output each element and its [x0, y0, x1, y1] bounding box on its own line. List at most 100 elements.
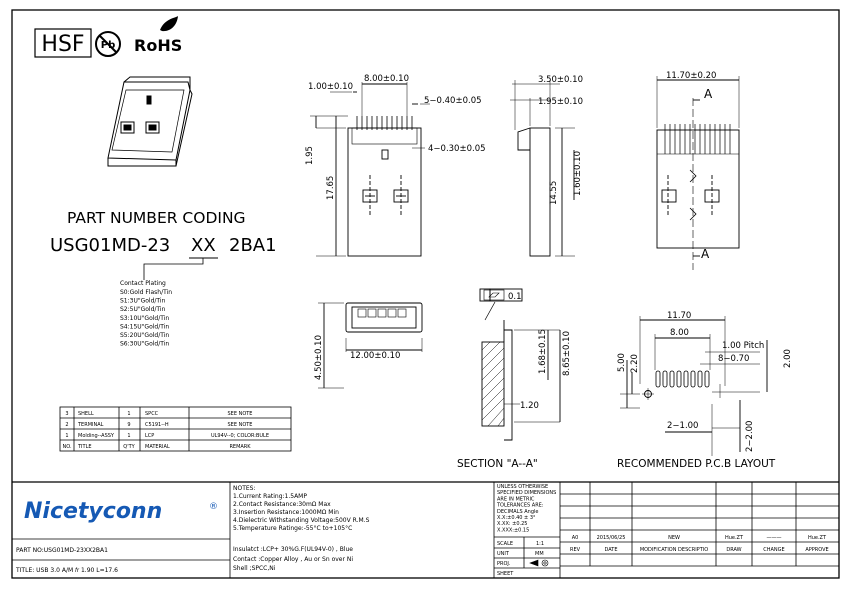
bom-cell: 1 — [127, 433, 130, 439]
revision-cell: Hue.ZT — [808, 535, 827, 541]
plating-title: Contact Plating — [120, 280, 166, 287]
contact-note: Contact :Copper Alloy , Au or Sn over Ni — [233, 556, 353, 563]
svg-text:11.70: 11.70 — [667, 311, 691, 321]
part-variable: XX — [191, 235, 216, 256]
revision-cell: NEW — [668, 535, 680, 541]
tolerance-line: X.X:±0.40 ± 3° — [497, 515, 536, 521]
insulator-note: Insulatct :LCP+ 30%G.F(UL94V-0) , Blue — [233, 546, 353, 553]
svg-text:12.00±0.10: 12.00±0.10 — [350, 351, 400, 361]
plating-option: S1:3U"Gold/Tin — [120, 298, 166, 305]
hsf-mark: HSF — [41, 32, 84, 57]
revision-header: MODIFICATION DESCRIPTIO — [640, 547, 708, 553]
tolerance-line: X.XX: ±0.25 — [497, 521, 527, 527]
notes-title: NOTES: — [233, 485, 256, 492]
tolerance-line: DECIMALS Angle — [497, 509, 539, 515]
title-block: Nicetyconn ® NOTES: 1.Current Rating:1.5… — [15, 484, 829, 577]
pb-free-icon — [95, 31, 121, 57]
plating-option: S3:10U"Gold/Tin — [120, 315, 169, 322]
svg-text:1.68±0.15: 1.68±0.15 — [538, 329, 548, 374]
note-line: 2.Contact Resistance:30mΩ Max — [233, 501, 331, 508]
bom-cell: Molding--ASSY — [78, 433, 115, 439]
revision-cell: A0 — [572, 535, 579, 541]
svg-text:2.00: 2.00 — [783, 349, 793, 368]
drawing-frame — [11, 9, 840, 579]
svg-text:PROJ.: PROJ. — [497, 561, 511, 567]
section-label: SECTION "A--A" — [457, 458, 538, 470]
note-line: 5.Temperature Ratinge:-55°C to+105°C — [233, 525, 352, 532]
svg-text:SHEET: SHEET — [497, 571, 514, 577]
svg-text:2−2.00: 2−2.00 — [745, 421, 755, 452]
section-mark-bottom: A — [701, 247, 710, 261]
bom-cell: SPCC — [145, 411, 159, 417]
flatness-tolerance: 0.1 — [508, 292, 522, 302]
shell-note: Shell ;SPCC,Ni — [233, 565, 276, 572]
drawing-title: TITLE: USB 3.0 A/M 𝑓𝑟 1.90 L=17.6 — [15, 567, 118, 574]
svg-text:1.95±0.10: 1.95±0.10 — [538, 97, 583, 107]
svg-text:Pb: Pb — [101, 40, 116, 51]
rohs-mark: RoHS — [134, 36, 182, 55]
plating-option: S5:20U"Gold/Tin — [120, 332, 169, 339]
projection-symbol-icon — [529, 559, 549, 567]
company-logo: Nicetyconn — [24, 499, 162, 524]
section-mark-top: A — [704, 87, 713, 101]
front-view-dimensions: 8.00±0.10 1.00±0.10 5−0.40±0.05 4−0.30±0… — [305, 74, 486, 200]
svg-text:8.00±0.10: 8.00±0.10 — [364, 74, 409, 84]
pcb-layout — [620, 316, 768, 456]
isometric-view — [107, 76, 193, 167]
bom-header: Q'TY — [123, 444, 135, 450]
right-view-labels: 11.70±0.20 A A — [666, 71, 716, 261]
svg-text:1:1: 1:1 — [536, 541, 544, 547]
bom-table — [59, 406, 292, 452]
bom-cell: 3 — [65, 411, 68, 417]
leaf-icon — [160, 16, 178, 32]
note-line: 4.Dielectric Withstanding Voltage:500V R… — [233, 517, 370, 524]
bom-cell: SEE NOTE — [228, 422, 253, 428]
tolerance-line: ARE IN METRIC — [497, 496, 535, 502]
svg-text:®: ® — [209, 502, 218, 512]
part-prefix: USG01MD-23 — [50, 235, 170, 256]
pcb-layout-label: RECOMMENDED P.C.B LAYOUT — [617, 458, 776, 470]
plating-option: S2:5U"Gold/Tin — [120, 306, 166, 313]
svg-text:5−0.40±0.05: 5−0.40±0.05 — [424, 96, 482, 106]
svg-text:1.00±0.10: 1.00±0.10 — [308, 82, 353, 92]
end-view-dimensions: 12.00±0.10 4.50±0.10 — [314, 335, 400, 380]
revision-cell: 2015/06/25 — [597, 535, 626, 541]
side-view — [510, 80, 575, 257]
part-suffix: 2BA1 — [229, 235, 277, 256]
bom-cell: LCP — [145, 433, 154, 439]
svg-text:3.50±0.10: 3.50±0.10 — [538, 75, 583, 85]
svg-text:1.20: 1.20 — [520, 401, 539, 411]
tolerance-line: UNLESS OTHERWISE — [497, 484, 548, 490]
part-number-coding: PART NUMBER CODING USG01MD-23 XX 2BA1 Co… — [50, 209, 277, 348]
svg-text:1.00 Pitch: 1.00 Pitch — [722, 341, 764, 351]
plating-option: S4:15U"Gold/Tin — [120, 323, 169, 330]
note-line: 1.Current Rating:1.5AMP — [233, 493, 307, 500]
part-number: PART NO:USG01MD-23XX2BA1 — [16, 547, 108, 554]
bom-cell: SHELL — [78, 411, 94, 417]
bom-header: TITLE — [77, 444, 92, 450]
svg-text:8.65±0.10: 8.65±0.10 — [562, 331, 572, 376]
bom-cell: C5191--H — [145, 422, 169, 428]
svg-text:1.60±0.10: 1.60±0.10 — [573, 151, 583, 196]
side-view-dimensions: 3.50±0.10 1.95±0.10 14.55 1.60±0.10 — [538, 75, 583, 205]
svg-text:14.55: 14.55 — [549, 181, 559, 205]
svg-text:8.00: 8.00 — [670, 328, 689, 338]
svg-text:2.20: 2.20 — [630, 354, 640, 373]
bom-cell: TERMINAL — [77, 422, 104, 428]
tolerance-line: TOLERANCES ARE: — [496, 503, 544, 509]
right-view — [656, 76, 740, 270]
title-block-grid — [12, 481, 839, 578]
end-view — [318, 302, 423, 389]
svg-text:4.50±0.10: 4.50±0.10 — [314, 335, 324, 380]
bom-header: MATERIAL — [145, 444, 170, 450]
bom-cell: 1 — [127, 411, 130, 417]
svg-text:1.95: 1.95 — [305, 146, 315, 165]
bom-cell: UL94V--0; COLOR:BULE — [211, 433, 269, 439]
tolerance-line: SPECIFIED DIMENSIONS — [497, 490, 556, 496]
bom-cell: 2 — [65, 422, 68, 428]
bom-header: NO. — [62, 444, 71, 450]
